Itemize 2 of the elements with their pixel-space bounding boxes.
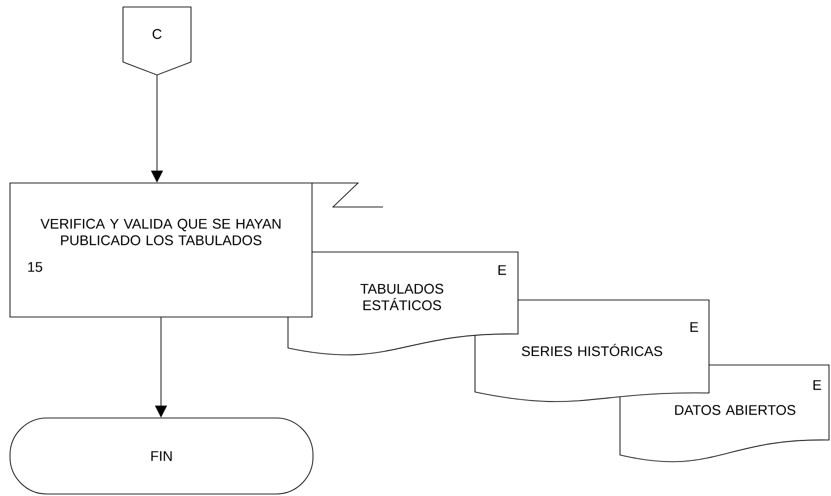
off-page-connector: C — [122, 6, 192, 76]
process-box: VERIFICA Y VALIDA QUE SE HAYAN PUBLICADO LOS TABULADOS 15 — [10, 182, 312, 318]
